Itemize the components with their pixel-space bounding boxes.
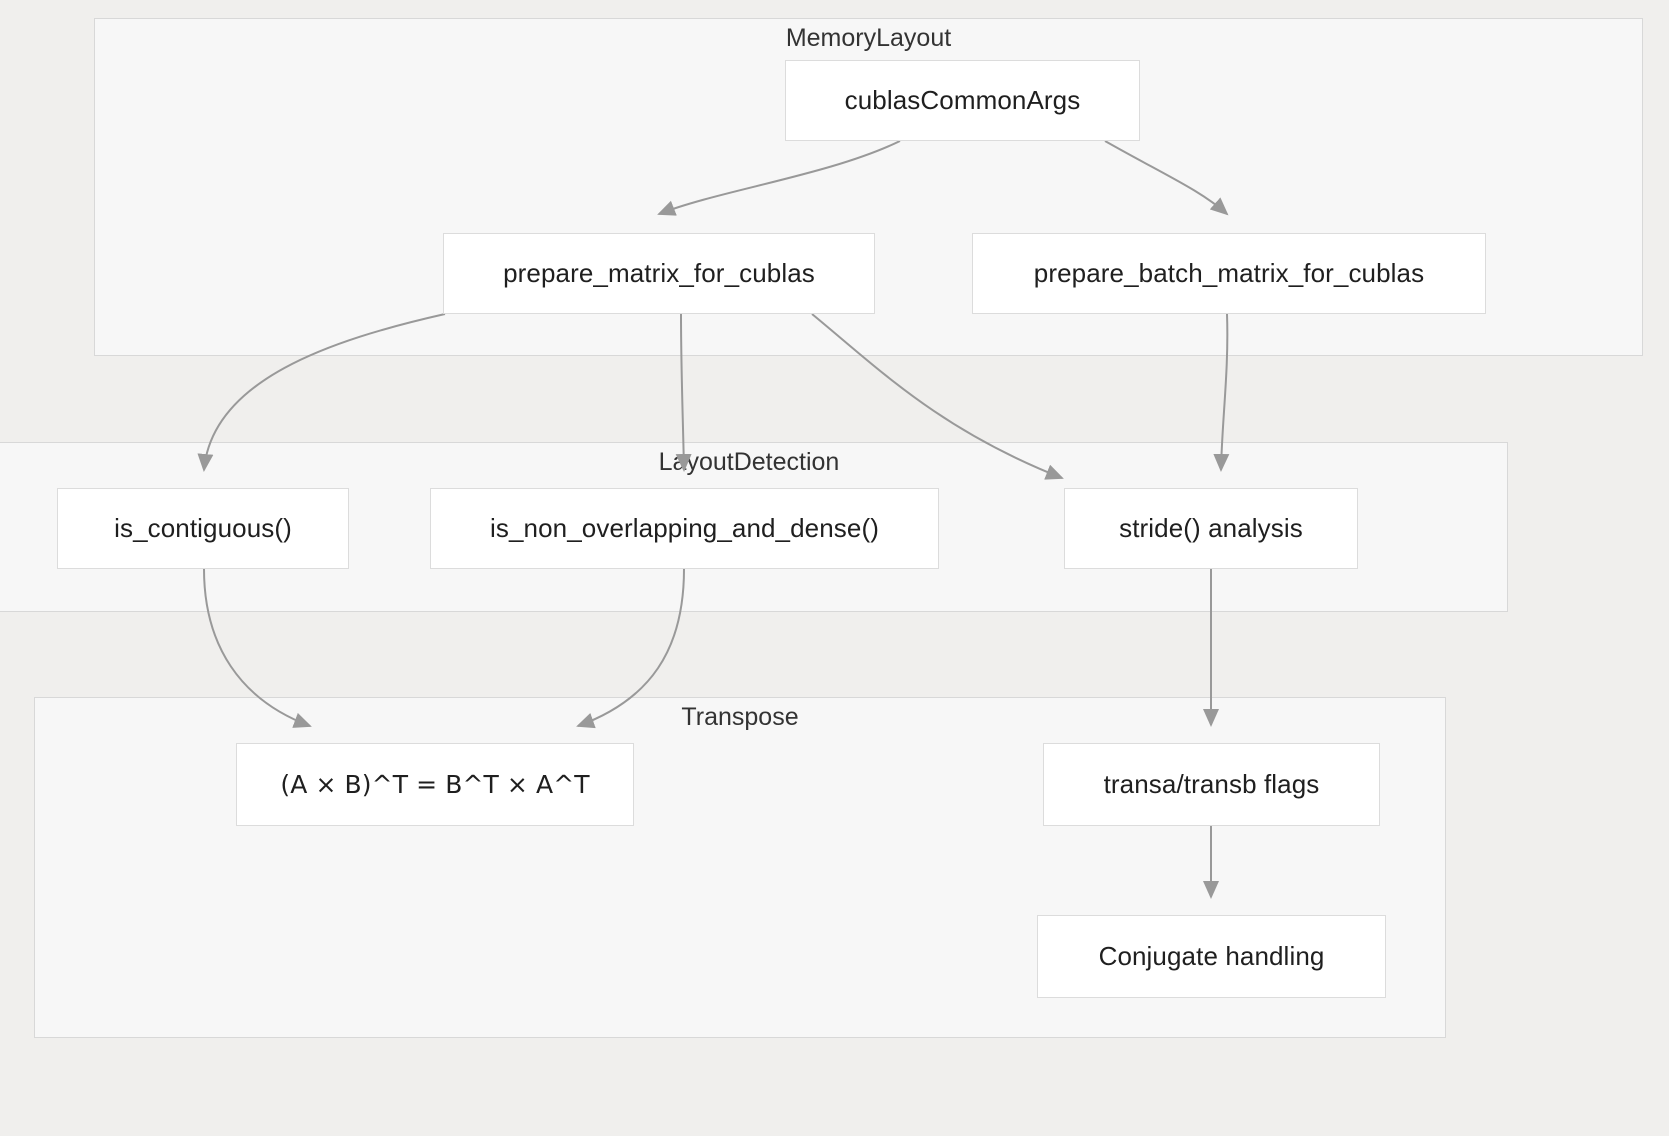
cluster-label-layoutdetection: LayoutDetection [658, 448, 840, 476]
cluster-label-memorylayout: MemoryLayout [785, 24, 952, 52]
node-conjugate-handling[interactable]: Conjugate handling [1037, 915, 1386, 998]
node-stride-analysis[interactable]: stride() analysis [1064, 488, 1358, 569]
node-is-non-overlapping-and-dense[interactable]: is_non_overlapping_and_dense() [430, 488, 939, 569]
node-transa-transb-flags[interactable]: transa/transb flags [1043, 743, 1380, 826]
node-transpose-identity[interactable]: (A × B)^T = B^T × A^T [236, 743, 634, 826]
node-prepare-matrix-for-cublas[interactable]: prepare_matrix_for_cublas [443, 233, 875, 314]
node-is-contiguous[interactable]: is_contiguous() [57, 488, 349, 569]
cluster-label-transpose: Transpose [681, 703, 799, 731]
node-cublascommonargs[interactable]: cublasCommonArgs [785, 60, 1140, 141]
node-prepare-batch-matrix-for-cublas[interactable]: prepare_batch_matrix_for_cublas [972, 233, 1486, 314]
